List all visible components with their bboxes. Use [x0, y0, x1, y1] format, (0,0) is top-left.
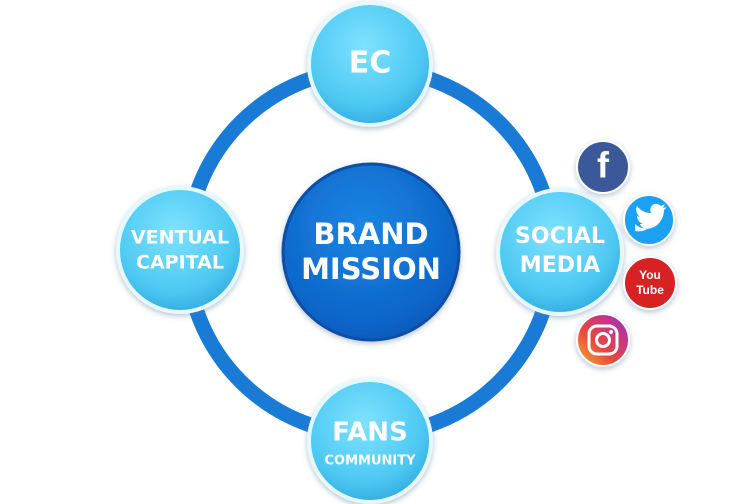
youtube-icon: You Tube	[623, 256, 677, 310]
facebook-icon: f	[576, 140, 630, 194]
instagram-icon	[576, 313, 630, 367]
youtube-icon-line2: Tube	[636, 283, 664, 297]
node-ventual-capital: VENTUAL CAPITAL	[116, 186, 244, 314]
center-node-line2: MISSION	[301, 252, 441, 286]
node-fans-community-line1: FANS	[332, 418, 407, 448]
node-social-media-line1: SOCIAL	[515, 224, 605, 249]
node-ec-label: EC	[349, 46, 392, 81]
center-node-line1: BRAND	[313, 217, 428, 251]
node-ventual-capital-line2: CAPITAL	[136, 252, 224, 274]
node-ventual-capital-line1: VENTUAL	[131, 227, 229, 249]
center-node-brand-mission: BRAND MISSION	[281, 162, 461, 342]
node-ec: EC	[307, 1, 433, 127]
node-fans-community-line2: COMMUNITY	[324, 454, 416, 469]
node-social-media-line2: MEDIA	[520, 253, 600, 278]
twitter-icon	[623, 194, 675, 246]
node-social-media: SOCIAL MEDIA	[496, 188, 624, 316]
facebook-icon-letter: f	[597, 145, 610, 186]
node-fans-community: FANS COMMUNITY	[307, 378, 433, 504]
youtube-icon-line1: You	[639, 268, 661, 282]
